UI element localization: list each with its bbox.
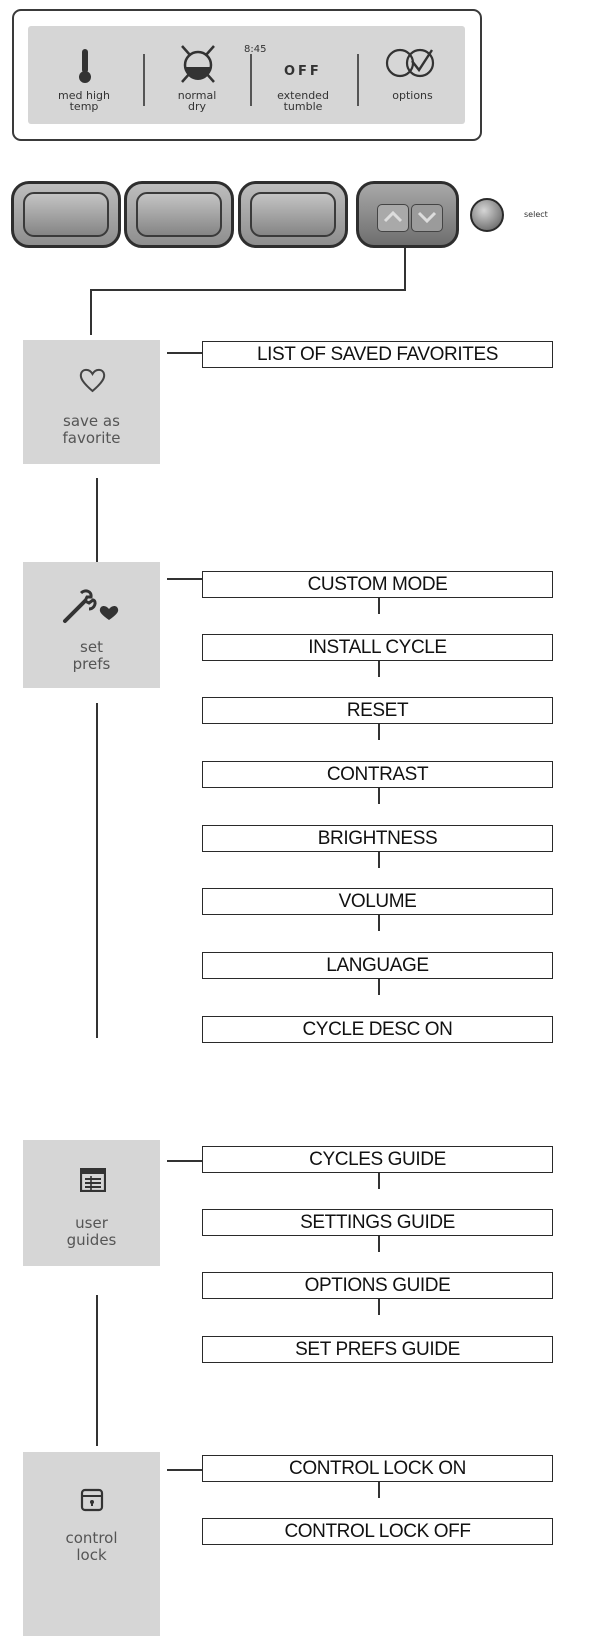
control-lock-tile[interactable]: control lock (23, 1452, 160, 1636)
dry-label: normal dry (177, 89, 217, 113)
guide-book-icon (80, 1168, 106, 1192)
connector-line (378, 661, 380, 677)
dryness-icon (181, 45, 215, 83)
display-divider (250, 54, 252, 106)
wrench-heart-icon (63, 589, 119, 623)
connector-line (167, 1469, 202, 1471)
option-settings-guide[interactable]: SETTINGS GUIDE (202, 1209, 553, 1236)
lock-icon (80, 1488, 104, 1512)
option-language[interactable]: LANGUAGE (202, 952, 553, 979)
connector-line (378, 915, 380, 931)
up-arrow-button[interactable] (377, 204, 409, 232)
options-check-icon (385, 48, 435, 78)
options-label: options (392, 89, 433, 102)
option-brightness[interactable]: BRIGHTNESS (202, 825, 553, 852)
tumble-off-text: OFF (284, 64, 322, 79)
option-install-cycle[interactable]: INSTALL CYCLE (202, 634, 553, 661)
scroll-button[interactable] (356, 181, 459, 248)
user-guides-tile[interactable]: user guides (23, 1140, 160, 1266)
temp-button[interactable] (11, 181, 121, 248)
set-prefs-tile[interactable]: set prefs (23, 562, 160, 688)
connector-line (378, 852, 380, 868)
connector-line (167, 578, 202, 580)
temp-setting: med high temp (28, 26, 140, 124)
option-reset[interactable]: RESET (202, 697, 553, 724)
down-arrow-button[interactable] (411, 204, 443, 232)
thermometer-icon (79, 49, 91, 83)
connector-line (378, 1482, 380, 1498)
set-prefs-label: set prefs (72, 638, 111, 673)
connector-line (378, 1173, 380, 1189)
option-list-of-saved-favorites[interactable]: LIST OF SAVED FAVORITES (202, 341, 553, 368)
option-custom-mode[interactable]: CUSTOM MODE (202, 571, 553, 598)
connector-line (96, 703, 98, 1038)
option-contrast[interactable]: CONTRAST (202, 761, 553, 788)
connector-line (378, 724, 380, 740)
connector-line (167, 352, 202, 354)
dry-button[interactable] (124, 181, 234, 248)
option-cycles-guide[interactable]: CYCLES GUIDE (202, 1146, 553, 1173)
control-display: med high temp normal dry 8:45 extended t… (12, 9, 482, 141)
chevron-down-icon (417, 211, 437, 223)
options-setting: options (360, 26, 465, 124)
connector-line (90, 289, 92, 335)
connector-line (167, 1160, 202, 1162)
connector-line (378, 1236, 380, 1252)
dry-setting: normal dry (146, 26, 248, 124)
option-options-guide[interactable]: OPTIONS GUIDE (202, 1272, 553, 1299)
option-control-lock-on[interactable]: CONTROL LOCK ON (202, 1455, 553, 1482)
temp-label: med high temp (58, 89, 110, 113)
display-divider (143, 54, 145, 106)
option-control-lock-off[interactable]: CONTROL LOCK OFF (202, 1518, 553, 1545)
connector-line (378, 979, 380, 995)
connector-line (378, 1299, 380, 1315)
save-favorite-tile[interactable]: save as favorite (23, 340, 160, 464)
tumble-button[interactable] (238, 181, 348, 248)
connector-line (96, 1295, 98, 1446)
tumble-setting: extended tumble (253, 26, 353, 124)
connector-line (404, 248, 406, 290)
connector-line (378, 788, 380, 804)
chevron-up-icon (383, 211, 403, 223)
time-remaining: 8:45 (244, 44, 267, 55)
control-lock-label: control lock (65, 1529, 118, 1564)
connector-line (90, 289, 406, 291)
connector-line (96, 478, 98, 562)
option-set-prefs-guide[interactable]: SET PREFS GUIDE (202, 1336, 553, 1363)
select-knob[interactable] (470, 198, 504, 232)
connector-line (378, 598, 380, 614)
display-screen: med high temp normal dry 8:45 extended t… (28, 26, 465, 124)
save-favorite-label: save as favorite (62, 412, 121, 447)
option-volume[interactable]: VOLUME (202, 888, 553, 915)
heart-icon (79, 368, 106, 393)
tumble-label: extended tumble (277, 89, 329, 113)
select-label: select (524, 210, 548, 219)
display-divider (357, 54, 359, 106)
option-cycle-desc-on[interactable]: CYCLE DESC ON (202, 1016, 553, 1043)
user-guides-label: user guides (66, 1214, 117, 1249)
